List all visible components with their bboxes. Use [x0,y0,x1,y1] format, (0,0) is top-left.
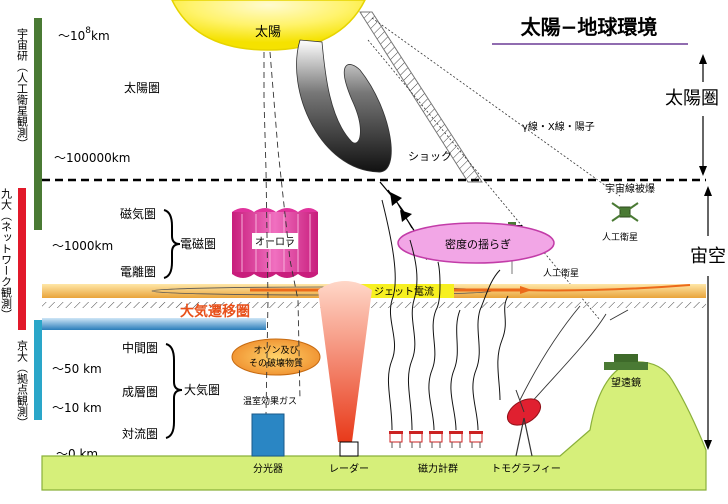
ozone-ellipse [231,338,321,376]
layer-magnetosphere: 磁気圏 [120,206,156,221]
radar-beam [318,281,372,442]
ray-path-2 [367,39,601,321]
obs-line-1 [263,52,269,415]
density-ellipse [397,222,555,264]
sun-label: 太陽 [255,25,281,40]
arrow-head-down-helio [699,166,707,176]
tomography-label: トモグラフィー [491,462,561,475]
satellite-lower-label: 人工衛星 [543,267,579,279]
alt-50: 〜50 km [52,362,102,376]
radar-label: レーダー [329,462,369,475]
density-label: 密度の揺らぎ [445,237,511,251]
ozone-line2: その破壊物質 [249,357,303,369]
bar-kyushu [18,188,26,330]
bar-space-institute [34,18,42,230]
cosmic-ray-label: 宇宙線被爆 [605,182,655,195]
layer-ionosphere: 電離圏 [120,265,156,279]
greenhouse-label: 温室効果ガス [243,395,297,407]
field-lines [381,199,509,431]
arrow-head-down-space [704,440,712,450]
layer-atmosphere: 大気圏 [184,382,220,397]
spectrometer-label: 分光器 [253,462,283,475]
label-kyushu: 九大（ネットワーク観測） [0,188,13,320]
hatch-band [42,302,706,308]
jet-label: ジェット電流 [374,285,434,298]
arrow-head-up-space [704,186,712,196]
shock-arrow-1 [390,192,402,206]
arrow-head-up-helio [699,54,707,64]
ozone-line1: オゾン及び [253,345,298,356]
band-blue [42,318,266,330]
alt-10: 〜10 km [52,401,102,415]
label-space-institute: 宇宙研（人工衛星観測） [16,28,29,149]
alt-100000: 〜100000km [54,151,130,165]
layer-mesosphere: 中間圏 [122,340,158,355]
aurora-label: オーロラ [255,236,295,248]
jet-arrow [520,286,532,294]
rays-label: γ線・X線・陽子 [522,120,595,133]
telescope-label: 望遠鏡 [611,376,641,389]
satellite-upper-icon [611,202,639,222]
transition-label: 大気遷移圏 [180,303,250,320]
layer-troposphere: 対流圏 [122,427,158,441]
satellite-upper-label: 人工衛星 [602,231,638,243]
layer-em: 電磁圏 [180,236,216,251]
obs-line-2 [269,51,301,401]
bracket-atmo [165,343,183,439]
telescope-icon [604,354,648,370]
tomography-rays [519,305,629,405]
shock-arrow-2 [400,210,412,222]
jet-label-box [354,284,454,298]
region-space: 宙空 [690,246,726,267]
layer-stratosphere: 成層圏 [122,385,158,399]
jet-stream-tail [519,284,691,292]
region-heliosphere: 太陽圏 [665,88,719,109]
magnetometer-icons [389,431,483,448]
alt-1000: 〜1000km [52,239,113,253]
tomography-dish-icon [506,389,542,457]
page-title: 太陽−地球環境 [521,15,658,39]
radar-icon [339,441,359,457]
label-kyoto: 京大（拠点観測） [16,339,29,428]
layer-heliosphere: 太陽圏 [124,80,160,95]
rays-beam [359,11,483,183]
aurora-shape [232,208,318,278]
bracket-em [163,209,181,279]
shock-label: ショック [408,150,452,163]
alt-1e8: 〜108km [58,26,110,43]
sun-shape [171,0,366,51]
bar-kyoto [34,320,42,420]
ground [41,361,707,491]
ray-path [371,17,621,197]
magnetometers-label: 磁力計群 [418,462,458,475]
spectrometer-icon [251,413,285,457]
cme-shape [296,39,392,173]
